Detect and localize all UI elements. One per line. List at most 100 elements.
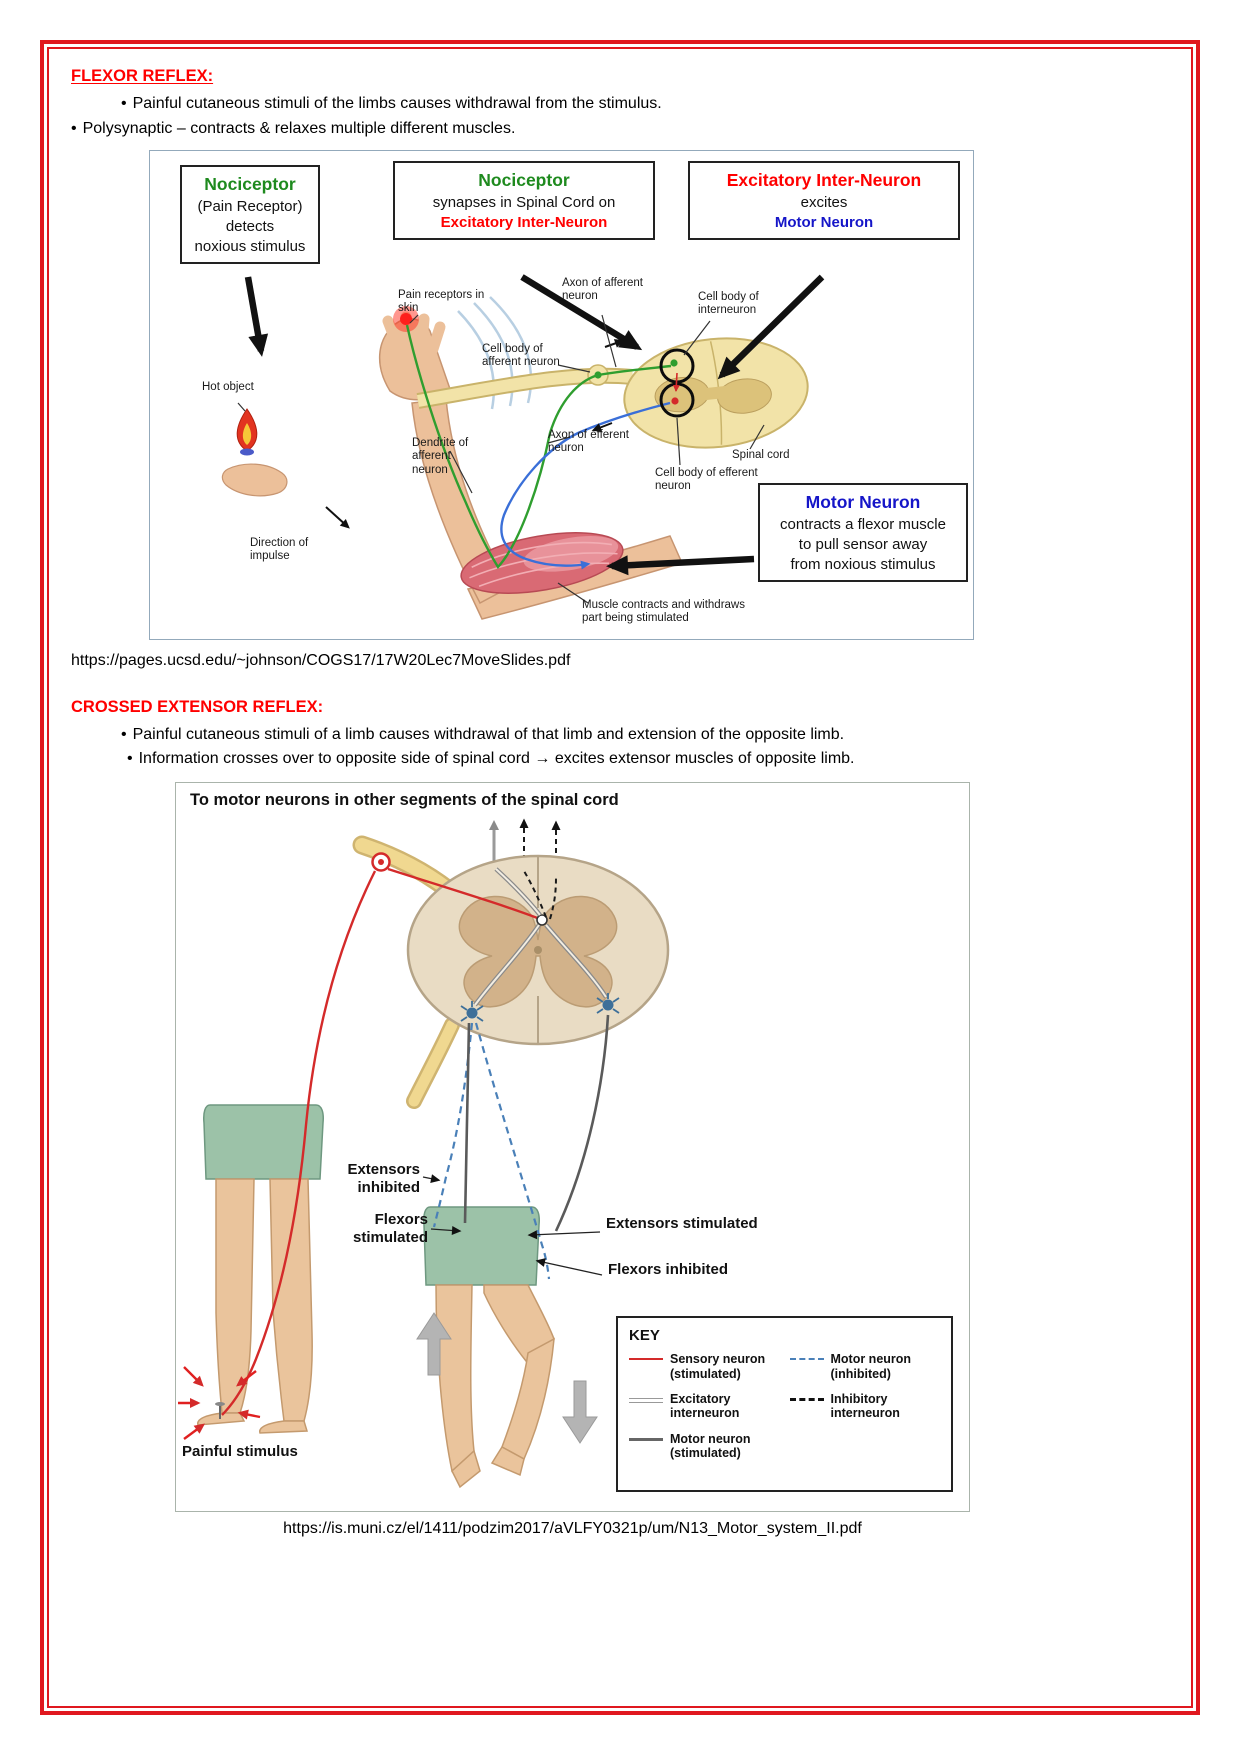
label-axon-efferent: Axon of efferent neuron (548, 428, 629, 455)
crossed-bullet-2-text: Information crosses over to opposite sid… (138, 750, 855, 768)
legend-label: Motor neuron (inhibited) (830, 1352, 912, 1381)
extend-arrow (562, 1380, 598, 1445)
flexor-bullet-2-text: Polysynaptic – contracts & relaxes multi… (82, 119, 516, 137)
callout-line: contracts a flexor muscle (780, 515, 946, 533)
label-flexors-inhibited: Flexors inhibited (608, 1261, 729, 1279)
ascending-arrows (489, 818, 561, 872)
tack (215, 1402, 225, 1420)
label-direction-impulse: Direction of impulse (250, 536, 309, 563)
bullet-marker: • (71, 119, 77, 137)
pain-glow-core (400, 312, 412, 325)
label-hot-object: Hot object (202, 380, 254, 393)
crossed-bullet-1: •Painful cutaneous stimuli of a limb cau… (121, 723, 1169, 748)
page-border-outer: FLEXOR REFLEX: •Painful cutaneous stimul… (40, 40, 1200, 1715)
afferent-cell-body (594, 370, 602, 379)
label-dendrite-afferent: Dendrite of afferent neuron (412, 436, 469, 476)
label-muscle-contracts: Muscle contracts and withdraws part bein… (582, 598, 745, 625)
label-flexors-stimulated: Flexors stimulated (352, 1211, 428, 1247)
crossed-figure-title: To motor neurons in other segments of th… (190, 791, 619, 810)
crossed-source-url[interactable]: https://is.muni.cz/el/1411/podzim2017/aV… (283, 1520, 862, 1538)
excitatory-interneurons (473, 867, 608, 1007)
flexor-figure: Nociceptor (Pain Receptor) detects noxio… (149, 149, 974, 640)
leader-lines (237, 314, 765, 604)
callout-line: (Pain Receptor) (197, 197, 303, 215)
label-pain-receptors: Pain receptors in skin (398, 288, 485, 315)
callout-line: synapses in Spinal Cord on (432, 193, 616, 211)
motor-neuron-right (596, 993, 620, 1014)
callout-line: Excitatory Inter-Neuron (440, 213, 608, 231)
motor-paths (432, 1015, 610, 1280)
legend-label: Inhibitory interneuron (830, 1391, 900, 1421)
legend-item-motor-inhibited: Motor neuron (inhibited) (789, 1352, 941, 1381)
legend-key: KEY Sensory neuron (stimulated) Excitato… (616, 1316, 953, 1493)
excitatory-line-swatch (629, 1397, 663, 1403)
label-cell-body-efferent: Cell body of efferent neuron (655, 466, 758, 493)
crossed-bullet-2: • Information crosses over to opposite si… (127, 747, 1169, 772)
label-axon-afferent: Axon of afferent neuron (562, 276, 643, 303)
flexor-bullet-1-text: Painful cutaneous stimuli of the limbs c… (132, 95, 662, 112)
callout-line: Motor Neuron (774, 213, 874, 231)
flexor-heading: FLEXOR REFLEX: (71, 67, 214, 85)
inhibitory-line-swatch (789, 1397, 824, 1401)
synapse-detail-circles (659, 348, 695, 418)
label-leaders (422, 1174, 603, 1276)
callout-interneuron-excites: Excitatory Inter-Neuron excites Motor Ne… (688, 160, 960, 240)
bullet-marker: • (127, 750, 133, 768)
inhibited-motor-line-swatch (789, 1358, 824, 1361)
bullet-marker: • (121, 95, 127, 112)
crossed-figure: To motor neurons in other segments of th… (175, 782, 970, 1513)
crossed-illustration (178, 818, 670, 1489)
sensory-soma-core (378, 859, 384, 866)
legend-label: Sensory neuron (stimulated) (670, 1352, 766, 1381)
callout-line: detects (225, 217, 275, 235)
label-extensors-inhibited: Extensors inhibited (347, 1161, 420, 1197)
reaching-hand (221, 463, 288, 496)
legend-item-sensory: Sensory neuron (stimulated) (629, 1352, 780, 1381)
label-painful-stimulus: Painful stimulus (182, 1443, 298, 1461)
flexor-section: FLEXOR REFLEX: • Painful cutaneous stimul… (71, 67, 1169, 670)
peripheral-nerve (416, 363, 633, 409)
motor-neuron-left (460, 1001, 484, 1022)
synapse-node (536, 914, 548, 926)
legend-item-motor-stimulated: Motor neuron (stimulated) (629, 1432, 780, 1461)
inhibitory-interneurons (523, 870, 557, 920)
callout-title: Nociceptor (204, 173, 296, 194)
flexor-source-url[interactable]: https://pages.ucsd.edu/~johnson/COGS17/1… (71, 651, 571, 669)
motor-line-swatch (629, 1437, 663, 1441)
callout-nociceptor-synapses: Nociceptor synapses in Spinal Cord on Ex… (393, 160, 655, 240)
flame-icon (236, 407, 258, 456)
label-extensors-stimulated: Extensors stimulated (606, 1215, 758, 1233)
callout-title: Nociceptor (478, 169, 570, 190)
label-spinal-cord: Spinal cord (732, 448, 790, 461)
callout-motor-neuron: Motor Neuron contracts a flexor muscle t… (758, 482, 968, 582)
legend-item-excitatory: Excitatory interneuron (629, 1392, 780, 1421)
pain-starburst (178, 1366, 261, 1441)
callout-line: to pull sensor away (798, 535, 928, 553)
motion-lines (457, 295, 533, 409)
callout-title: Motor Neuron (805, 491, 921, 512)
legend-title: KEY (629, 1327, 660, 1345)
callout-line: noxious stimulus (194, 237, 306, 255)
bullet-marker: • (121, 725, 127, 743)
callout-line: from noxious stimulus (790, 555, 936, 573)
left-legs (197, 1104, 324, 1434)
page-border-inner: FLEXOR REFLEX: •Painful cutaneous stimul… (47, 47, 1193, 1708)
label-cell-body-interneuron: Cell body of interneuron (698, 290, 759, 317)
flexor-bullet-1: • Painful cutaneous stimuli of the limbs … (121, 92, 1169, 117)
lift-arrow (416, 1312, 452, 1376)
flexor-bullet-2: • Polysynaptic – contracts & relaxes mult… (71, 117, 1169, 142)
spinal-cord-cross-section (406, 854, 670, 1046)
crossed-heading: CROSSED EXTENSOR REFLEX: (71, 697, 324, 716)
sensory-line-swatch (629, 1358, 663, 1361)
callout-nociceptor-detects: Nociceptor (Pain Receptor) detects noxio… (180, 164, 320, 264)
callout-line: excites (800, 193, 848, 211)
callout-title: Excitatory Inter-Neuron (726, 169, 922, 190)
callout-arrows (244, 273, 825, 575)
legend-label: Motor neuron (stimulated) (670, 1431, 751, 1461)
crossed-section: CROSSED EXTENSOR REFLEX: •Painful cutane… (71, 698, 1169, 1539)
label-cell-body-afferent: Cell body of afferent neuron (482, 342, 560, 369)
legend-label: Excitatory interneuron (670, 1391, 740, 1421)
impulse-arrows (325, 338, 625, 529)
legend-item-inhibitory: Inhibitory interneuron (789, 1391, 941, 1421)
right-legs (423, 1206, 555, 1489)
